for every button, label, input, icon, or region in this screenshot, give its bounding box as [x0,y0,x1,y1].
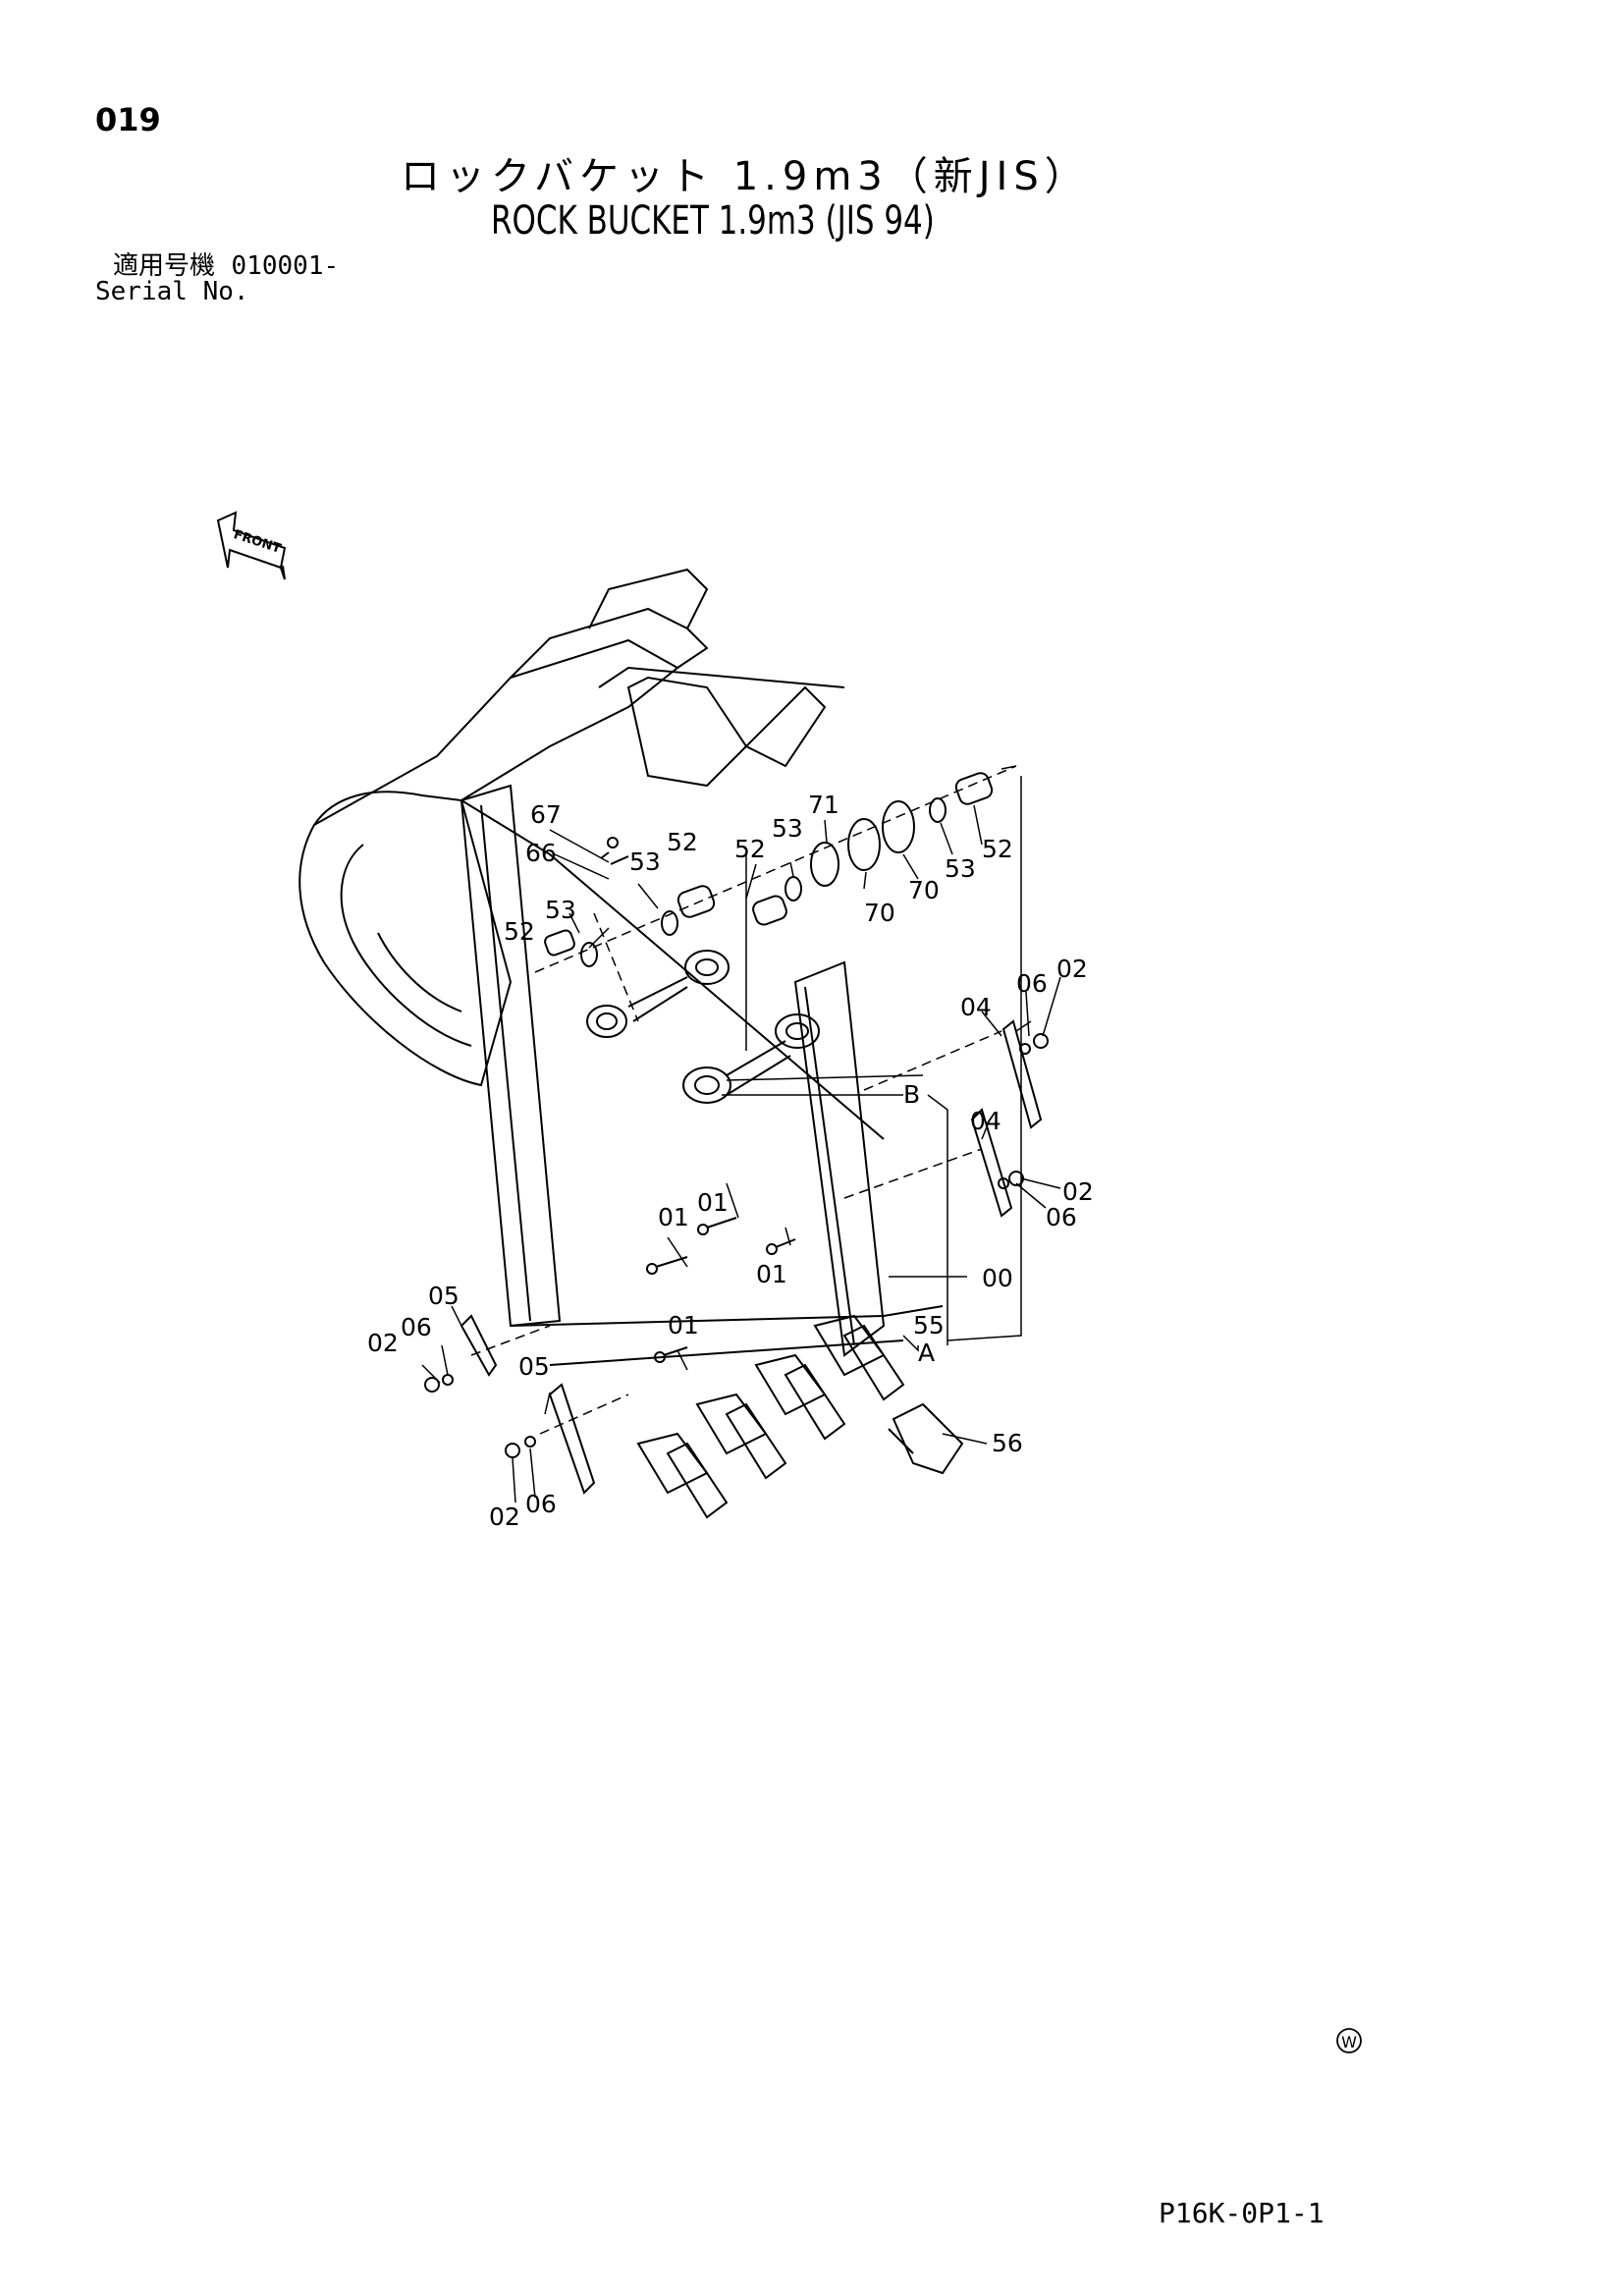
callout-53: 53 [772,814,803,843]
callout-66: 66 [525,839,557,867]
w-mark-text: W [1341,2033,1357,2051]
title-japanese: ロックバケット 1.9m3（新JIS） [401,154,1090,199]
callout-B: B [903,1080,920,1109]
callout-A: A [918,1339,935,1367]
callout-70: 70 [864,899,895,927]
callout-01: 01 [668,1311,699,1339]
callout-01: 01 [697,1188,729,1217]
callout-05: 05 [518,1352,550,1381]
hinge-bosses [586,950,820,1104]
serial-value: 010001- [231,251,340,281]
page-number: 019 [95,101,161,138]
callout-02: 02 [1062,1177,1094,1206]
callout-52: 52 [734,835,766,863]
callout-55: 55 [913,1311,945,1339]
serial-label-english: Serial No. [95,277,249,306]
callout-67: 67 [530,800,562,829]
callout-06: 06 [1016,969,1048,998]
callout-06: 06 [401,1313,432,1341]
callout-04: 04 [960,993,992,1021]
callout-70: 70 [908,876,940,904]
callout-05: 05 [428,1282,460,1310]
callout-56: 56 [992,1429,1023,1457]
callout-04: 04 [970,1107,1001,1135]
front-arrow-icon: FRONT [216,511,287,580]
callout-01: 01 [756,1260,787,1288]
page-code: P16K-0P1-1 [1159,2197,1325,2229]
callout-53: 53 [545,896,576,924]
callout-02: 02 [367,1329,399,1357]
callout-06: 06 [1046,1203,1077,1231]
serial-label-jp-text: 適用号機 [113,251,216,281]
serial-label-japanese: 適用号機 010001- [113,253,339,279]
leader-lines [421,765,1061,1503]
callout-71: 71 [808,791,839,819]
bucket-teeth [636,1314,964,1519]
bolts [646,1217,796,1363]
callout-02: 02 [1056,955,1088,983]
callout-53: 53 [945,854,976,883]
bucket-body [298,568,944,1366]
w-mark-icon: W [1336,2028,1362,2053]
callout-52: 52 [667,828,698,856]
callout-53: 53 [629,847,661,876]
callout-06: 06 [525,1490,557,1518]
callout-00: 00 [982,1264,1013,1292]
callout-52: 52 [982,835,1013,863]
nuts-washers [424,1033,1049,1458]
pin-parts [544,772,994,967]
callout-02: 02 [489,1503,520,1531]
callout-01: 01 [658,1203,689,1231]
side-cutters [460,1019,1043,1495]
callout-labels: 67 66 53 52 52 53 71 53 52 70 70 53 52 0… [367,791,1094,1531]
title-english: ROCK BUCKET 1.9m3 (JIS 94) [491,198,935,244]
callout-52: 52 [504,917,535,946]
